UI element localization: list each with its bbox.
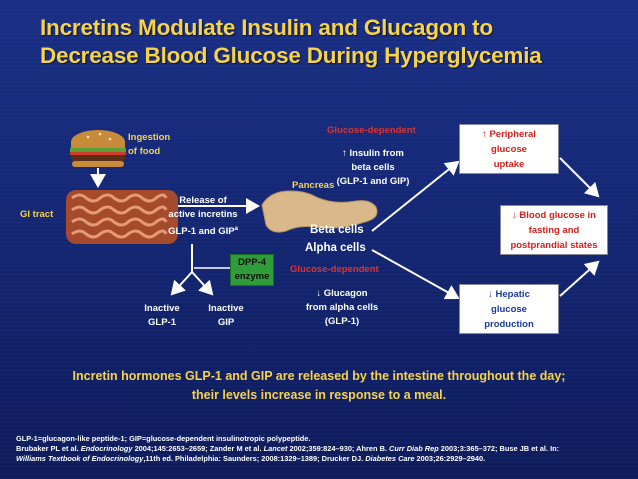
alpha-cells-label: Alpha cells — [305, 242, 366, 254]
release-label: Release of active incretins GLP-1 and GI… — [148, 194, 258, 239]
ref-2c: 2004;145:2653–2659; Zander M et al. — [132, 444, 264, 453]
down-arrow-icon: ↓ — [512, 209, 517, 221]
ref-2b: Endocrinology — [80, 444, 133, 453]
references: GLP-1=glucagon-like peptide-1; GIP=gluco… — [16, 434, 628, 464]
up-arrow-icon: ↑ — [482, 128, 487, 140]
title-line-2: Decrease Blood Glucose During Hyperglyce… — [40, 43, 542, 68]
release-line-3-text: GLP-1 and GIP — [168, 226, 235, 238]
beta-cells-label: Beta cells — [310, 224, 364, 236]
summary-line-1: Incretin hormones GLP-1 and GIP are rele… — [72, 369, 566, 383]
peripheral-uptake-box: ↑ Peripheral glucose uptake — [459, 124, 559, 174]
release-line-3: GLP-1 and GIPa — [148, 222, 258, 239]
ref-2g: 2003;3:365–372; Buse JB et al. In: — [438, 444, 560, 453]
glucagon-line-2: from alpha cells — [305, 302, 379, 313]
arrow-alpha-to-hepatic — [371, 249, 460, 300]
summary-line-2: their levels increase in response to a m… — [191, 388, 447, 402]
ref-2a: Brubaker PL et al. — [16, 444, 81, 453]
title-line-1: Incretins Modulate Insulin and Glucagon … — [40, 15, 493, 40]
glucagon-line-1: ↓ Glucagon — [282, 287, 402, 301]
slide-title: Incretins Modulate Insulin and Glucagon … — [40, 14, 630, 70]
down-arrow-icon: ↓ — [488, 288, 493, 300]
pancreas-label: Pancreas — [292, 180, 335, 191]
blood-glucose-line-2: fasting and — [528, 224, 580, 236]
down-arrow-icon: ↓ — [316, 288, 322, 299]
insulin-line-1-text: Insulin from — [349, 148, 404, 159]
hepatic-line-2: glucose — [491, 303, 527, 315]
inactive-gip-line-1: Inactive — [208, 303, 244, 314]
ref-2e: 2002;359:824–930; Ahren B. — [287, 444, 390, 453]
ref-3b: ,11th ed. Philadelphia: Saunders; 2008:1… — [143, 454, 366, 463]
dpp4-line-1: DPP-4 — [238, 257, 266, 268]
dpp4-enzyme-box: DPP-4 enzyme — [230, 254, 274, 286]
ref-3a: Williams Textbook of Endocrinology — [16, 454, 144, 463]
arrow-hepatic-to-blood — [559, 260, 600, 297]
references-line-1: GLP-1=glucagon-like peptide-1; GIP=gluco… — [16, 434, 311, 443]
glucose-dependent-bottom: Glucose-dependent — [290, 264, 379, 275]
references-line-2: Brubaker PL et al. Endocrinology 2004;14… — [16, 444, 628, 454]
ref-3d: 2003;26:2929–2940. — [414, 454, 486, 463]
peripheral-line-2: glucose — [491, 143, 527, 155]
blood-glucose-line-1: ↓ Blood glucose in — [512, 208, 596, 223]
peripheral-line-3: uptake — [493, 158, 525, 170]
summary-note: Incretin hormones GLP-1 and GIP are rele… — [20, 367, 618, 405]
ref-2d: Lancet — [263, 444, 288, 453]
insulin-label: ↑ Insulin from beta cells (GLP-1 and GIP… — [318, 147, 428, 189]
references-line-3: Williams Textbook of Endocrinology,11th … — [16, 454, 628, 464]
ingestion-line-1: Ingestion — [128, 132, 171, 143]
insulin-line-2: beta cells — [351, 162, 395, 173]
peripheral-line-1-text: Peripheral — [489, 128, 536, 140]
inactive-glp1-line-1: Inactive — [144, 303, 180, 314]
up-arrow-icon: ↑ — [342, 148, 347, 159]
release-line-1: Release of — [179, 195, 227, 206]
release-superscript: a — [234, 226, 238, 232]
inactive-glp1-line-2: GLP-1 — [148, 317, 176, 328]
ref-2f: Curr Diab Rep — [389, 444, 439, 453]
inactive-gip-line-2: GIP — [217, 317, 235, 328]
glucose-dependent-top: Glucose-dependent — [327, 125, 416, 136]
inactive-glp1-label: Inactive GLP-1 — [140, 302, 184, 330]
release-line-2: active incretins — [168, 209, 238, 220]
insulin-line-3: (GLP-1 and GIP) — [336, 176, 410, 187]
hepatic-line-1: ↓ Hepatic — [488, 287, 530, 302]
arrow-inactive-glp1 — [170, 271, 193, 296]
insulin-line-1: ↑ Insulin from — [318, 147, 428, 161]
hepatic-production-box: ↓ Hepatic glucose production — [459, 284, 559, 334]
ingestion-line-2: of food — [128, 146, 161, 157]
blood-glucose-box: ↓ Blood glucose in fasting and postprand… — [500, 205, 608, 255]
hepatic-line-3: production — [484, 318, 534, 330]
arrow-peripheral-to-blood — [559, 157, 600, 198]
peripheral-line-1: ↑ Peripheral — [482, 127, 536, 142]
glucagon-line-1-text: Glucagon — [323, 288, 368, 299]
ref-3c: Diabetes Care — [365, 454, 415, 463]
gi-tract-label: GI tract — [20, 209, 54, 220]
glucagon-line-3: (GLP-1) — [324, 316, 360, 327]
hepatic-line-1-text: Hepatic — [495, 288, 530, 300]
blood-glucose-line-1-text: Blood glucose in — [519, 209, 596, 221]
arrow-beta-to-peripheral — [371, 160, 460, 232]
inactive-gip-label: Inactive GIP — [204, 302, 248, 330]
arrow-inactive-gip — [191, 271, 214, 296]
blood-glucose-line-3: postprandial states — [510, 239, 598, 251]
ingestion-label: Ingestion of food — [128, 131, 170, 159]
dpp4-line-2: enzyme — [234, 271, 270, 282]
glucagon-label: ↓ Glucagon from alpha cells (GLP-1) — [282, 287, 402, 329]
